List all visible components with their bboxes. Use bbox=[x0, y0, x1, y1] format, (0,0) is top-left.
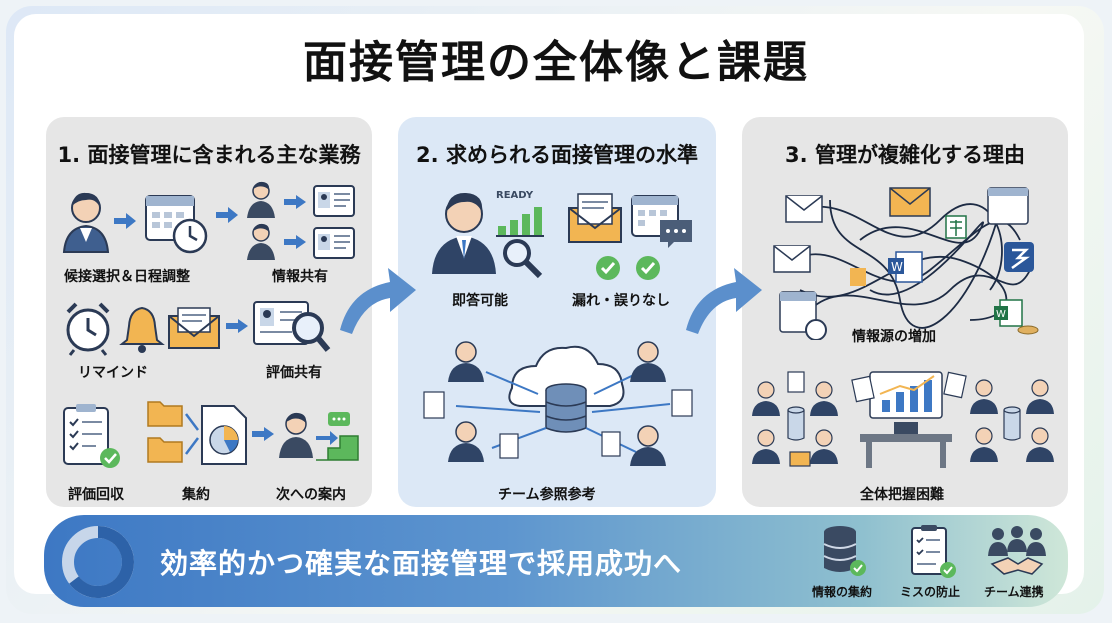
merge-arrows-icon bbox=[185, 413, 199, 455]
checklist-clipboard-icon bbox=[63, 404, 120, 468]
evaluation-magnifier-icon bbox=[253, 301, 331, 352]
flow-arrow-icon bbox=[686, 268, 762, 334]
svg-text:W: W bbox=[891, 260, 903, 274]
candidate-person-icon bbox=[62, 192, 110, 253]
label-instant-answer: 即答可能 bbox=[452, 293, 508, 309]
page-title: 面接管理の全体像と課題 bbox=[303, 37, 809, 88]
next-steps-icon bbox=[316, 412, 359, 461]
staff-person-icon bbox=[247, 181, 275, 218]
arrow-right-icon bbox=[114, 213, 136, 229]
overwhelmed-team-icon bbox=[752, 371, 1054, 468]
label-more-sources: 情報源の増加 bbox=[852, 329, 936, 345]
check-circle-icon bbox=[636, 256, 660, 280]
label-aggregate: 集約 bbox=[182, 487, 210, 503]
envelope-icon bbox=[168, 307, 220, 349]
arrow-right-icon bbox=[216, 207, 238, 223]
alarm-clock-icon bbox=[66, 302, 110, 356]
progress-ring-icon bbox=[62, 526, 134, 598]
bell-icon bbox=[119, 306, 165, 353]
checklist-icon bbox=[911, 525, 956, 578]
panel-standards: 2. 求められる面接管理の水準 bbox=[398, 117, 716, 507]
calendar-chat-icon bbox=[631, 195, 692, 248]
arrow-right-icon bbox=[284, 235, 306, 249]
label-hard-overview: 全体把握困難 bbox=[860, 487, 944, 503]
flow-arrow-icon bbox=[340, 268, 416, 334]
label-eval-collect: 評価回収 bbox=[68, 487, 124, 503]
label-next-guidance: 次への案内 bbox=[276, 487, 346, 503]
magnifier-icon bbox=[503, 239, 543, 279]
arrow-right-icon bbox=[284, 195, 306, 209]
label-info-sharing: 情報共有 bbox=[272, 269, 328, 285]
arrow-right-icon bbox=[252, 427, 274, 441]
summary-banner bbox=[44, 515, 1068, 607]
label-no-errors: 漏れ・誤りなし bbox=[572, 293, 670, 309]
staff-person-icon bbox=[247, 223, 275, 260]
panel-tasks-heading: 1. 面接管理に含まれる主な業務 bbox=[57, 143, 361, 167]
profile-card-icon bbox=[313, 227, 355, 259]
ready-label: READY bbox=[496, 190, 534, 201]
arrow-right-icon bbox=[226, 319, 248, 333]
handshake-team-icon bbox=[988, 526, 1046, 575]
check-circle-icon bbox=[596, 256, 620, 280]
staff-person-icon bbox=[279, 412, 313, 458]
report-pie-icon bbox=[201, 405, 247, 465]
folders-icon bbox=[147, 401, 183, 463]
profile-card-icon bbox=[313, 185, 355, 217]
label-team-reference: チーム参照参考 bbox=[498, 487, 596, 503]
panel-complexity-heading: 3. 管理が複雑化する理由 bbox=[785, 143, 1025, 167]
tangled-sources-icon: W W bbox=[773, 187, 1039, 340]
businessman-icon bbox=[432, 192, 496, 274]
panel-standards-heading: 2. 求められる面接管理の水準 bbox=[416, 143, 698, 167]
banner-item-team-collab: チーム連携 bbox=[984, 585, 1044, 599]
team-cloud-database-icon bbox=[423, 341, 693, 466]
database-icon bbox=[823, 526, 866, 576]
label-scheduling: 候接選択＆日程調整 bbox=[64, 269, 190, 285]
banner-item-prevent-mistakes: ミスの防止 bbox=[900, 585, 961, 599]
envelope-icon bbox=[568, 193, 622, 243]
label-eval-sharing: 評価共有 bbox=[266, 365, 322, 381]
bar-growth-icon bbox=[496, 207, 544, 237]
label-reminder: リマインド bbox=[78, 365, 148, 381]
banner-slogan: 効率的かつ確実な面接管理で採用成功へ bbox=[160, 547, 683, 580]
banner-item-aggregate: 情報の集約 bbox=[812, 585, 873, 599]
calendar-clock-icon bbox=[145, 195, 208, 254]
svg-text:W: W bbox=[996, 309, 1006, 320]
